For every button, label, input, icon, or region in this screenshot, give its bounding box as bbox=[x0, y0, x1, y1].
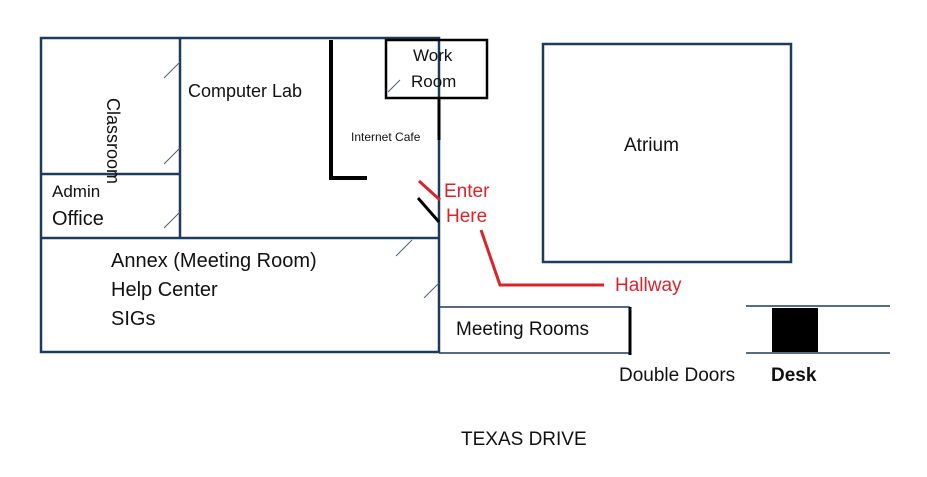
hallway-label: Hallway bbox=[615, 275, 682, 296]
enter-label-line1: Enter bbox=[444, 181, 490, 202]
help-center-label: Help Center bbox=[111, 279, 218, 301]
enter-label-line2: Here bbox=[446, 206, 488, 227]
sigs-label: SIGs bbox=[111, 308, 156, 330]
meeting-rooms-label: Meeting Rooms bbox=[456, 319, 590, 340]
desk-block bbox=[772, 308, 818, 352]
internet-cafe-partition bbox=[329, 40, 367, 180]
computer-lab-label: Computer Lab bbox=[188, 81, 303, 101]
building-outline bbox=[39, 36, 441, 354]
work-room-label-line2: Room bbox=[411, 72, 457, 91]
door-marks bbox=[163, 61, 440, 299]
internet-cafe-label: Internet Cafe bbox=[351, 130, 421, 144]
hallway-path bbox=[479, 229, 604, 287]
admin-office-label-line2: Office bbox=[52, 208, 104, 230]
atrium-outline bbox=[541, 42, 793, 264]
atrium-label: Atrium bbox=[624, 135, 679, 156]
work-room-box bbox=[384, 38, 489, 100]
admin-office-label-line1: Admin bbox=[52, 182, 101, 201]
entrance-door bbox=[416, 197, 441, 223]
double-doors-label: Double Doors bbox=[619, 365, 736, 386]
desk-label: Desk bbox=[771, 365, 817, 386]
work-room-label-line1: Work bbox=[413, 46, 453, 65]
classroom-label: Classroom bbox=[103, 98, 123, 185]
annex-label: Annex (Meeting Room) bbox=[111, 250, 317, 272]
enter-arrow bbox=[417, 179, 442, 202]
street-label: TEXAS DRIVE bbox=[461, 429, 587, 450]
